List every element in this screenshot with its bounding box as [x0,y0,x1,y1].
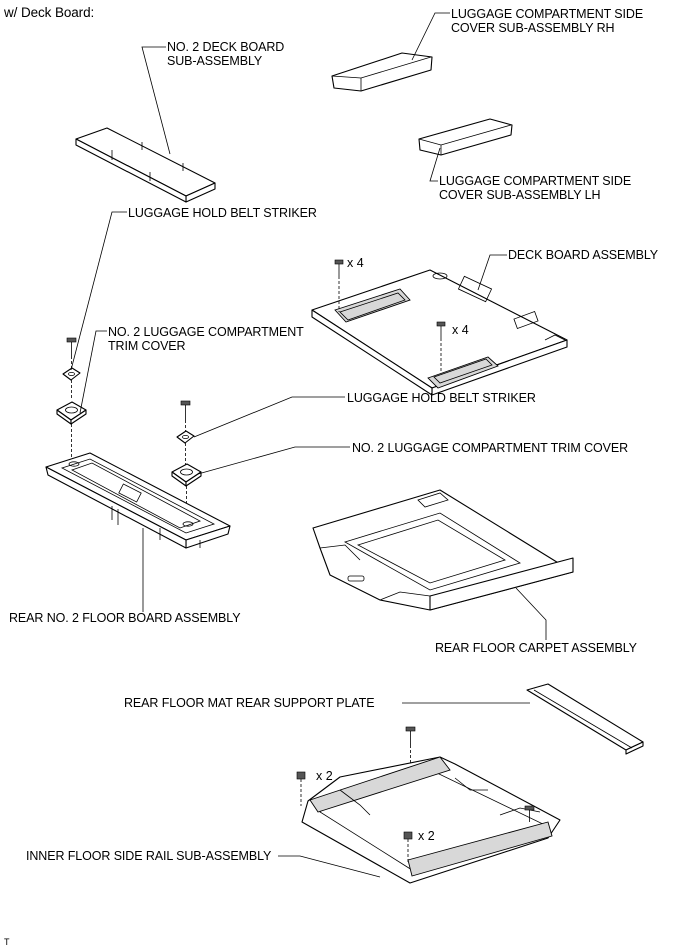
side-cover-rh-part [331,52,433,92]
label-no2-trim-cover-left-line2: TRIM COVER [108,339,186,353]
label-inner-floor-side-rail: INNER FLOOR SIDE RAIL SUB-ASSEMBLY [26,849,272,863]
support-plate-part [526,683,644,755]
label-deck-board-assembly: DECK BOARD ASSEMBLY [508,248,658,262]
condition-heading: w/ Deck Board: [4,5,95,20]
rail-nut-left [296,771,306,806]
left-belt-striker [62,367,81,400]
label-belt-striker-top: LUGGAGE HOLD BELT STRIKER [128,206,317,220]
deck-clip-bottom [436,321,446,372]
reference-mark: T [4,937,10,947]
mid-belt-striker [176,430,195,465]
rail-nut-right [403,831,413,862]
inner-floor-side-rail-part [301,756,561,884]
left-trim-cover [56,401,87,460]
no2-deck-board-part [75,127,216,203]
label-support-plate: REAR FLOOR MAT REAR SUPPORT PLATE [124,696,375,710]
label-no2-trim-cover-left-line1: NO. 2 LUGGAGE COMPARTMENT [108,325,304,339]
mid-trim-cover [171,463,202,518]
label-belt-striker-mid: LUGGAGE HOLD BELT STRIKER [347,391,536,405]
label-side-cover-rh-line2: COVER SUB-ASSEMBLY RH [451,21,615,35]
label-side-cover-lh-line1: LUGGAGE COMPARTMENT SIDE [439,174,632,188]
left-bolt [66,337,77,368]
label-side-cover-rh-line1: LUGGAGE COMPARTMENT SIDE [451,7,644,21]
deck-board-assembly-part [311,269,568,396]
label-rear-floor-carpet: REAR FLOOR CARPET ASSEMBLY [435,641,637,655]
qty-deck-clip-bottom: x 4 [452,323,469,337]
rear-no2-floor-board-part [45,452,231,549]
rail-bolt-right [524,805,535,822]
qty-deck-clip-top: x 4 [347,256,364,270]
qty-rail-nut-left: x 2 [316,769,333,783]
label-rear-no2-floor-board: REAR NO. 2 FLOOR BOARD ASSEMBLY [9,611,241,625]
rail-bolt-top [405,726,416,765]
mid-bolt [180,400,191,432]
label-no2-trim-cover-right: NO. 2 LUGGAGE COMPARTMENT TRIM COVER [352,441,629,455]
label-no2-deck-board-line2: SUB-ASSEMBLY [167,54,263,68]
deck-clip-top [334,259,344,312]
rear-floor-carpet-part [312,489,574,611]
label-no2-deck-board-line1: NO. 2 DECK BOARD [167,40,285,54]
qty-rail-nut-right: x 2 [418,829,435,843]
side-cover-lh-part [418,118,513,156]
label-side-cover-lh-line2: COVER SUB-ASSEMBLY LH [439,188,601,202]
